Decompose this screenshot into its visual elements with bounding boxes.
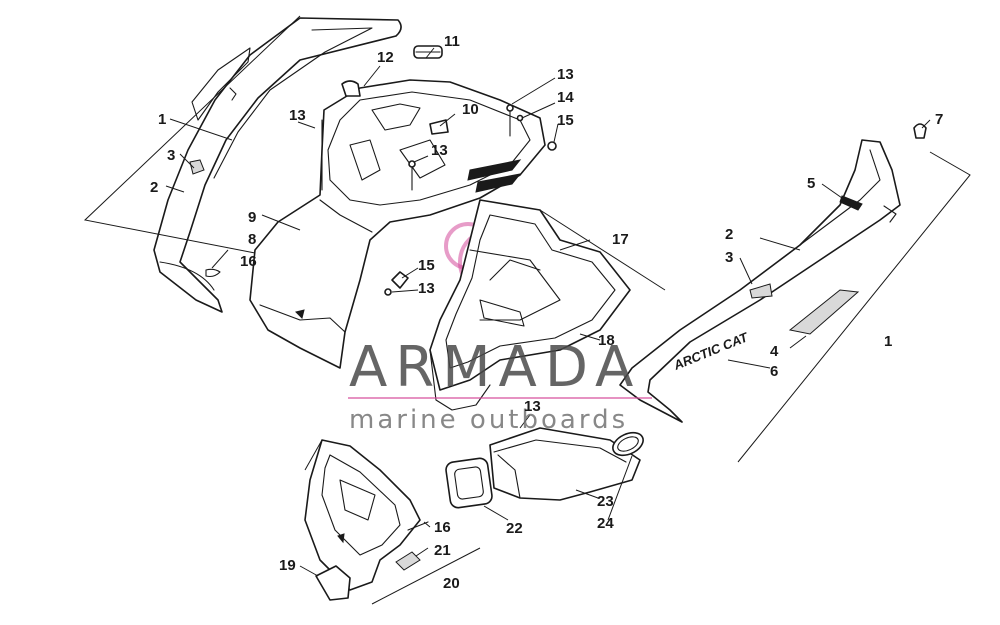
callout-22: 22 bbox=[506, 520, 523, 537]
callout-labels: 1 3 2 9 8 16 13 12 11 10 13 13 14 15 7 5… bbox=[150, 33, 943, 592]
callout-12: 12 bbox=[377, 49, 394, 66]
callout-3-right: 3 bbox=[725, 249, 733, 266]
callout-9: 9 bbox=[248, 209, 256, 226]
callout-21: 21 bbox=[434, 542, 451, 559]
callout-2-right: 2 bbox=[725, 226, 733, 243]
callout-13-duct: 13 bbox=[524, 398, 541, 415]
callout-2-left: 2 bbox=[150, 179, 158, 196]
callout-17: 17 bbox=[612, 231, 629, 248]
upper-nose-hood bbox=[249, 79, 546, 369]
callout-1-right: 1 bbox=[884, 333, 892, 350]
callout-16-left: 16 bbox=[240, 253, 257, 270]
watermark-subtitle: marine outboards bbox=[349, 405, 628, 435]
callout-24: 24 bbox=[597, 515, 614, 532]
air-intake-box bbox=[384, 199, 631, 411]
left-side-panel bbox=[153, 17, 402, 313]
callout-1-left: 1 bbox=[158, 111, 166, 128]
callout-16-lower: 16 bbox=[434, 519, 451, 536]
callout-7: 7 bbox=[935, 111, 943, 128]
callout-19: 19 bbox=[279, 557, 296, 574]
air-duct bbox=[445, 427, 644, 509]
callout-13-hood-right: 13 bbox=[557, 66, 574, 83]
callout-18: 18 bbox=[598, 332, 615, 349]
callout-13-hood-center: 13 bbox=[431, 142, 448, 159]
callout-20: 20 bbox=[443, 575, 460, 592]
callout-6: 6 bbox=[770, 363, 778, 380]
callout-15-box: 15 bbox=[418, 257, 435, 274]
callout-14: 14 bbox=[557, 89, 574, 106]
callout-11: 11 bbox=[444, 33, 460, 50]
watermark-title: ARMADA bbox=[349, 335, 641, 400]
callout-5: 5 bbox=[807, 175, 815, 192]
callout-13-box: 13 bbox=[418, 280, 435, 297]
callout-8: 8 bbox=[248, 231, 256, 248]
callout-3-left: 3 bbox=[167, 147, 175, 164]
callout-10: 10 bbox=[462, 101, 479, 118]
hood-hardware bbox=[341, 45, 557, 191]
callout-23: 23 bbox=[597, 493, 614, 510]
watermark: ARMADA marine outboards bbox=[348, 335, 652, 435]
lower-nose-panel bbox=[304, 439, 429, 601]
callout-4: 4 bbox=[770, 343, 779, 360]
callout-15-hood: 15 bbox=[557, 112, 574, 129]
callout-13-hood-left: 13 bbox=[289, 107, 306, 124]
